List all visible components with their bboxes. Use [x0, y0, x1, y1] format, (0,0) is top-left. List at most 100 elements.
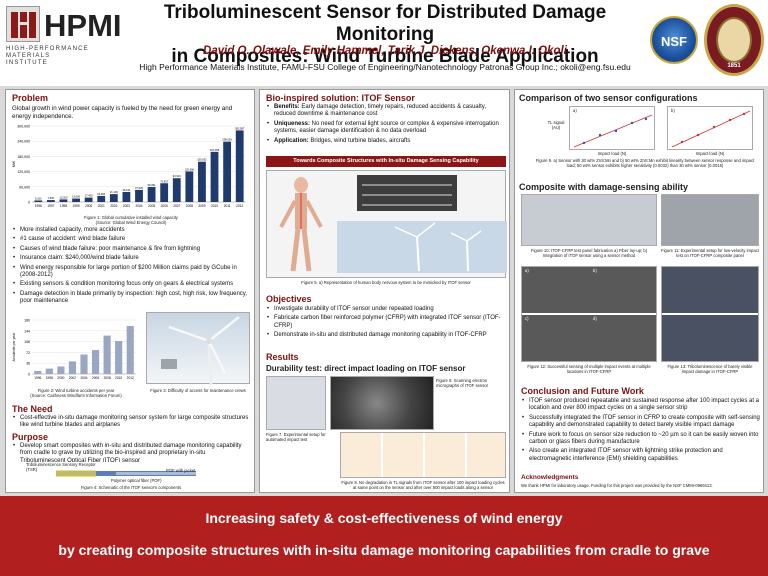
- middle-column: Bio-inspired solution: ITOF Sensor Benef…: [259, 89, 510, 493]
- y-tick-label: 240,000: [17, 140, 30, 144]
- x-tick-label: 2010: [211, 204, 218, 208]
- purpose-heading: Purpose: [12, 432, 49, 442]
- x-tick-label: 2008: [186, 204, 193, 208]
- fig10-caption: Figure 10: ITOF-CFRP test panel fabricat…: [530, 248, 648, 258]
- problem-bullet: More installed capacity, more accidents: [12, 227, 250, 235]
- comparison-ylabel: TL signal (AU): [547, 120, 565, 130]
- panel-label-d: d): [593, 316, 597, 321]
- bar: [97, 195, 106, 202]
- bar: [34, 371, 42, 374]
- bio-bullet-uniqueness: Uniqueness: No need for external light s…: [266, 121, 506, 136]
- problem-bullet: Insurance claim: $240,000/wind blade fai…: [12, 255, 250, 263]
- y-tick-label: 60,000: [19, 185, 30, 189]
- fiber-layup-photo: [521, 194, 657, 246]
- x-tick-label: 2000: [85, 204, 92, 208]
- need-bullet: Cost-effective in-situ damage monitoring…: [12, 415, 250, 430]
- problem-bullet: Wind energy responsible for large portio…: [12, 265, 250, 280]
- panel-label-b: b): [593, 268, 597, 273]
- x-tick-label: 2004: [80, 376, 87, 380]
- x-tick-label: 2011: [224, 204, 231, 208]
- bio-banner: Towards Composite Structures with In-sit…: [266, 156, 506, 167]
- right-column: Comparison of two sensor configurations …: [514, 89, 764, 493]
- nsf-logo-icon: NSF: [650, 16, 698, 64]
- conclusion-bullet: Also create an integrated ITOF sensor wi…: [521, 448, 761, 463]
- poster-authors: David O. Olawale, Emily Hammel, Tarik J.…: [203, 45, 567, 57]
- wind-capacity-chart: 060,000120,000180,000240,000300,0006,100…: [12, 125, 246, 208]
- y-tick-label: 180: [24, 319, 30, 323]
- fig13-caption: Figure 13: Triboluminescence of barely v…: [667, 364, 753, 374]
- problem-bullet: Damage detection in blade primarily by i…: [12, 291, 250, 306]
- bar: [147, 187, 156, 202]
- fig2-caption: Figure 2: Wind turbine accidents per yea…: [30, 388, 122, 398]
- tl-signal-grid: [340, 432, 506, 478]
- label-pof: Polymer optical fiber (POF): [111, 478, 162, 483]
- bar: [235, 130, 244, 202]
- bar-data-label: 73,957: [160, 179, 168, 183]
- x-tick-label: 2004: [135, 204, 142, 208]
- y-tick-label: 36: [26, 362, 30, 366]
- conclusion-bullet: Successfully integrated the ITOF sensor …: [521, 415, 761, 430]
- left-column: Problem Global growth in wind power capa…: [5, 89, 255, 493]
- footer-line1: Increasing safety & cost-effectiveness o…: [205, 510, 563, 526]
- panel-a-label: a): [573, 108, 577, 113]
- x-tick-label: 1999: [73, 204, 80, 208]
- bar-data-label: 59,091: [148, 183, 156, 187]
- bar-data-label: 7,600: [48, 196, 55, 200]
- x-tick-label: 2012: [127, 376, 134, 380]
- bio-bullet-benefits: Benefits: Early damage detection, timely…: [266, 104, 506, 119]
- y-tick-label: 180,000: [17, 155, 30, 159]
- bar: [210, 151, 219, 202]
- label-receptor: Triboluminescence Sensory Receptor (TSR): [26, 462, 96, 472]
- y-tick-label: 0: [28, 201, 30, 205]
- x-tick-label: 2009: [198, 204, 205, 208]
- bar: [68, 361, 77, 374]
- bar: [91, 350, 100, 374]
- problem-intro: Global growth in wind power capacity is …: [12, 105, 233, 120]
- impact-sensing-panels: [521, 266, 657, 362]
- x-tick-label: 2003: [123, 204, 130, 208]
- bar: [172, 178, 181, 202]
- bar: [109, 194, 118, 202]
- bar: [223, 141, 232, 202]
- results-heading: Results: [266, 352, 299, 362]
- bar: [45, 368, 53, 374]
- ack-text: We thank HPMI for laboratory usage. Fund…: [521, 483, 713, 488]
- bar-data-label: 6,100: [35, 196, 42, 200]
- bar: [72, 198, 80, 202]
- conclusion-bullet: Future work to focus on sensor size redu…: [521, 432, 761, 447]
- bar-data-label: 238,035: [222, 138, 232, 142]
- y-tick-label: 144: [24, 329, 30, 333]
- x-tick-label: 2006: [92, 376, 99, 380]
- fsu-seal-icon: 1851: [704, 4, 764, 76]
- bar-data-label: 13,600: [72, 195, 80, 199]
- fig3-caption: Figure 3: Difficulty of access for maint…: [150, 388, 246, 393]
- ack-heading: Acknowledgments: [521, 474, 579, 481]
- bar-data-label: 93,924: [173, 174, 181, 178]
- composite-heading: Composite with damage-sensing ability: [519, 182, 689, 192]
- nervous-system-figure: [266, 170, 507, 278]
- fig9-caption: Figure 9. a) Sensor with 30 wt% ZnS:Mn a…: [535, 158, 755, 168]
- sem-micrograph: [330, 376, 434, 430]
- x-tick-label: 2008: [104, 376, 111, 380]
- impact-setup-photo: [661, 194, 759, 246]
- bar-data-label: 17,400: [85, 194, 93, 198]
- conclusion-bullet: ITOF sensor produced repeatable and sust…: [521, 398, 761, 413]
- panel-label-a: a): [525, 268, 529, 273]
- bar: [59, 199, 68, 202]
- problem-bullet: Causes of wind blade failure: poor maint…: [12, 246, 250, 254]
- poster-header: HPMI HIGH-PERFORMANCE MATERIALS INSTITUT…: [0, 0, 768, 86]
- bar: [135, 189, 143, 202]
- wind-turbine-photo: [146, 312, 250, 386]
- problem-bullets: More installed capacity, more accidents …: [12, 227, 250, 308]
- results-subheading: Durability test: direct impact loading o…: [266, 364, 466, 373]
- bar-data-label: 159,052: [197, 158, 207, 162]
- bvid-panels: [661, 266, 759, 362]
- x-tick-label: 2007: [173, 204, 180, 208]
- objectives-bullets: Investigate durability of ITOF sensor un…: [266, 306, 506, 342]
- x-tick-label: 1997: [47, 204, 54, 208]
- bar: [122, 192, 131, 202]
- objective-bullet: Investigate durability of ITOF sensor un…: [266, 306, 506, 314]
- purpose-bullet: Develop smart composites with in-situ an…: [12, 443, 250, 465]
- fig12-caption: Figure 12: Successful sensing of multipl…: [527, 364, 651, 374]
